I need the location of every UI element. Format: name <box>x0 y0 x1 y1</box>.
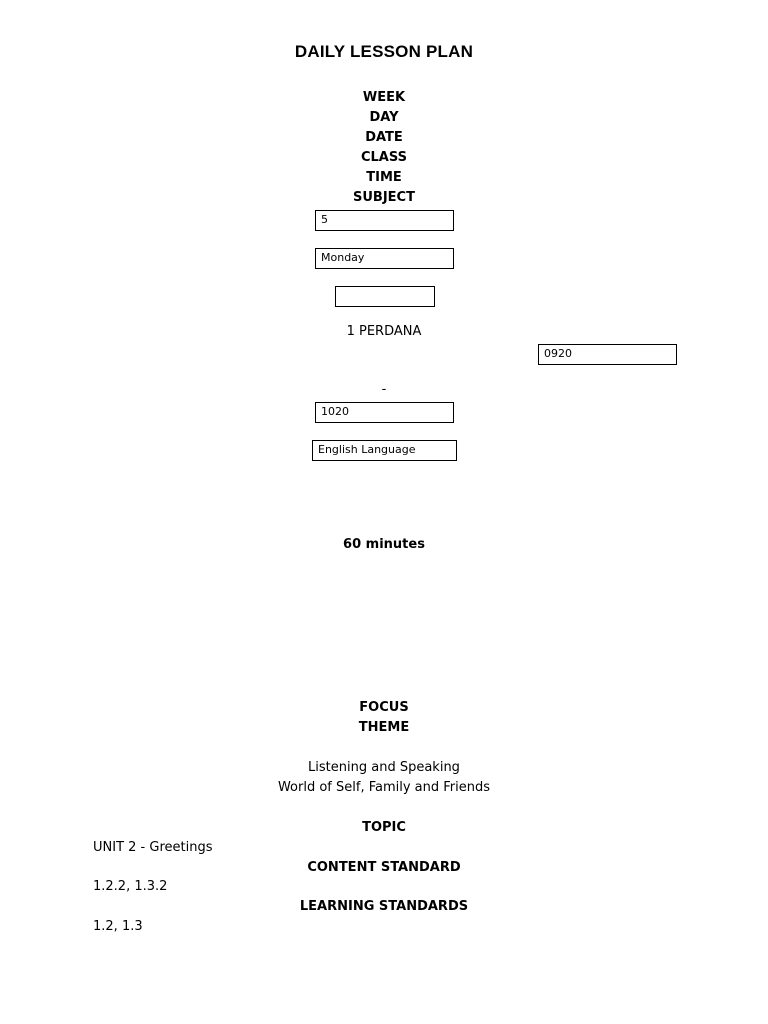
learning-standards-value: 1.2, 1.3 <box>93 919 143 934</box>
content-standard-value: 1.2.2, 1.3.2 <box>93 879 168 894</box>
topic-value: UNIT 2 - Greetings <box>93 840 213 855</box>
duration: 60 minutes <box>343 537 425 552</box>
topic-label: TOPIC <box>362 820 406 835</box>
date-label: DATE <box>365 130 403 145</box>
class-label: CLASS <box>360 150 408 165</box>
focus-value: Listening and Speaking <box>308 760 460 775</box>
subject-label: SUBJECT <box>353 190 415 205</box>
time-label: TIME <box>366 170 402 185</box>
time-start-field[interactable]: 0920 <box>538 344 677 365</box>
class-value: 1 PERDANA <box>346 324 422 339</box>
week-label: WEEK <box>362 90 406 105</box>
subject-field[interactable]: English Language <box>312 440 457 461</box>
week-field[interactable]: 5 <box>315 210 454 231</box>
theme-label: THEME <box>358 720 410 735</box>
date-field[interactable] <box>335 286 435 307</box>
learning-standards-label: LEARNING STANDARDS <box>299 899 469 914</box>
page-title: DAILY LESSON PLAN <box>294 42 474 61</box>
focus-label: FOCUS <box>359 700 409 715</box>
theme-value: World of Self, Family and Friends <box>277 780 491 795</box>
day-label: DAY <box>369 110 399 125</box>
content-standard-label: CONTENT STANDARD <box>307 860 461 875</box>
time-separator: - <box>381 382 387 397</box>
day-field[interactable]: Monday <box>315 248 454 269</box>
time-end-field[interactable]: 1020 <box>315 402 454 423</box>
